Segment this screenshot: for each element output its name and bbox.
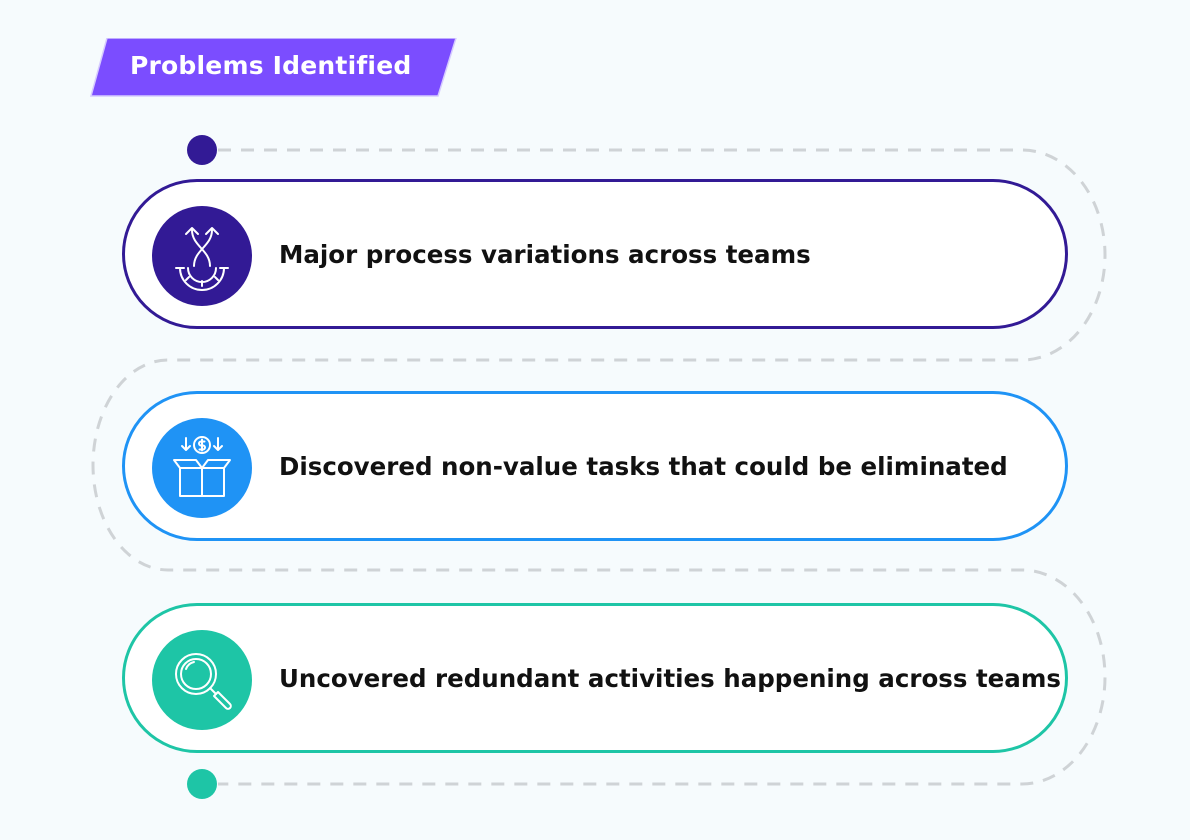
start-dot [187, 135, 217, 165]
process-variation-gear-icon [175, 227, 229, 291]
magnifier-icon [175, 653, 232, 710]
icon-badge [152, 418, 252, 518]
box-dollar-icon [173, 436, 231, 497]
problem-label-3: Uncovered redundant activities happening… [279, 663, 1061, 693]
icon-badge [152, 206, 252, 306]
problem-card-3: Uncovered redundant activities happening… [122, 603, 1068, 753]
problem-card-2: Discovered non-value tasks that could be… [122, 391, 1068, 541]
banner-shape [90, 38, 457, 97]
banner-title: Problems Identified [130, 51, 412, 80]
end-dot [187, 769, 217, 799]
section-banner: Problems Identified [88, 38, 458, 98]
problem-card-1: Major process variations across teams [122, 179, 1068, 329]
icon-badge [152, 630, 252, 730]
problem-label-2: Discovered non-value tasks that could be… [279, 451, 1008, 481]
problem-label-1: Major process variations across teams [279, 239, 811, 269]
